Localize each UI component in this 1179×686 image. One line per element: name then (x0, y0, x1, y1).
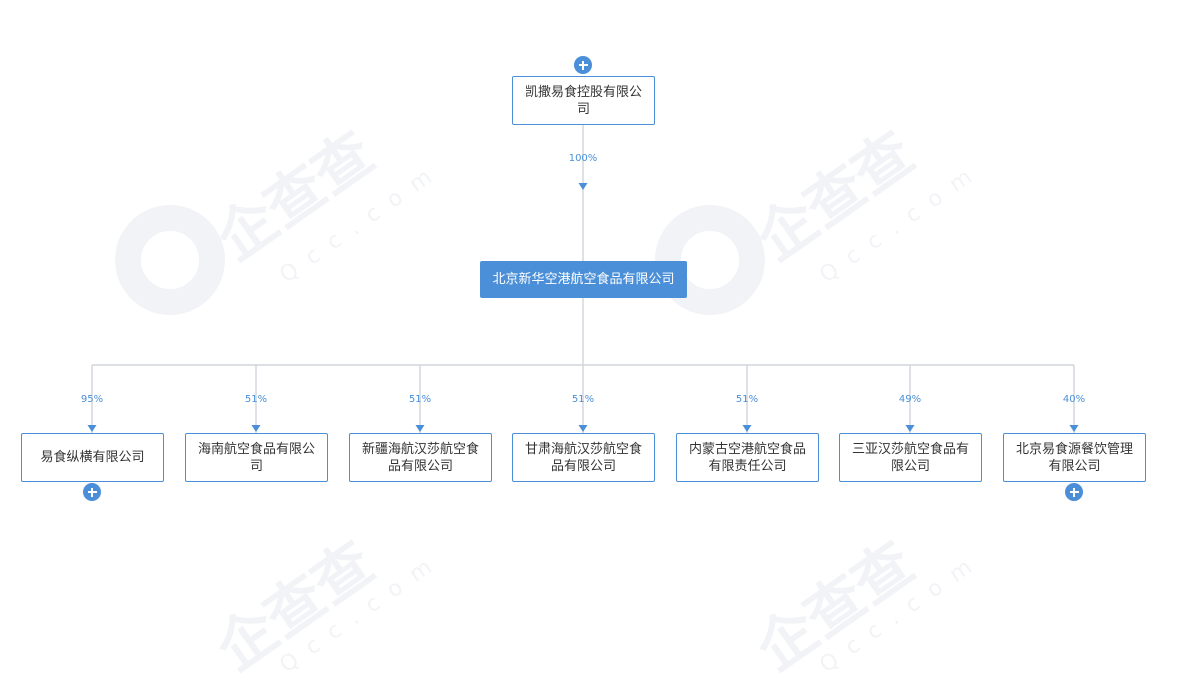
subsidiary-node[interactable]: 内蒙古空港航空食品有限责任公司 (676, 433, 819, 482)
subsidiary-expand-button[interactable] (1065, 483, 1083, 501)
subsidiary-share-percent: 51% (244, 394, 268, 405)
arrow-down-icon (415, 425, 425, 432)
subsidiary-name: 易食纵横有限公司 (40, 450, 145, 465)
parent-expand-button[interactable] (574, 56, 592, 74)
subsidiary-node[interactable]: 海南航空食品有限公司 (185, 433, 328, 482)
subsidiary-name: 内蒙古空港航空食品有限责任公司 (688, 441, 806, 474)
arrow-down-icon (742, 425, 752, 432)
arrow-down-icon (578, 425, 588, 432)
subsidiary-node[interactable]: 易食纵横有限公司 (21, 433, 164, 482)
center-company-node[interactable]: 北京新华空港航空食品有限公司 (480, 261, 687, 298)
subsidiary-name: 北京易食源餐饮管理有限公司 (1015, 441, 1133, 474)
center-company-name: 北京新华空港航空食品有限公司 (492, 272, 675, 287)
arrow-down-icon (251, 425, 261, 432)
parent-company-node[interactable]: 凯撒易食控股有限公司 (512, 76, 655, 125)
subsidiary-node[interactable]: 甘肃海航汉莎航空食品有限公司 (512, 433, 655, 482)
subsidiary-expand-button[interactable] (83, 483, 101, 501)
parent-company-name: 凯撒易食控股有限公司 (524, 84, 642, 117)
subsidiary-name: 甘肃海航汉莎航空食品有限公司 (524, 441, 642, 474)
subsidiary-name: 三亚汉莎航空食品有限公司 (851, 441, 969, 474)
subsidiary-node[interactable]: 新疆海航汉莎航空食品有限公司 (349, 433, 492, 482)
subsidiary-share-percent: 40% (1062, 394, 1086, 405)
subsidiary-name: 海南航空食品有限公司 (197, 441, 315, 474)
subsidiary-node[interactable]: 北京易食源餐饮管理有限公司 (1003, 433, 1146, 482)
arrow-down-icon (905, 425, 915, 432)
connector-lines (87, 125, 1079, 433)
subsidiary-name: 新疆海航汉莎航空食品有限公司 (361, 441, 479, 474)
subsidiary-share-percent: 49% (898, 394, 922, 405)
subsidiary-share-percent: 95% (80, 394, 104, 405)
arrow-down-icon (578, 183, 588, 190)
parent-share-percent: 100% (568, 153, 598, 164)
subsidiary-share-percent: 51% (408, 394, 432, 405)
arrow-down-icon (87, 425, 97, 432)
subsidiary-node[interactable]: 三亚汉莎航空食品有限公司 (839, 433, 982, 482)
subsidiary-share-percent: 51% (735, 394, 759, 405)
subsidiary-share-percent: 51% (571, 394, 595, 405)
arrow-down-icon (1069, 425, 1079, 432)
